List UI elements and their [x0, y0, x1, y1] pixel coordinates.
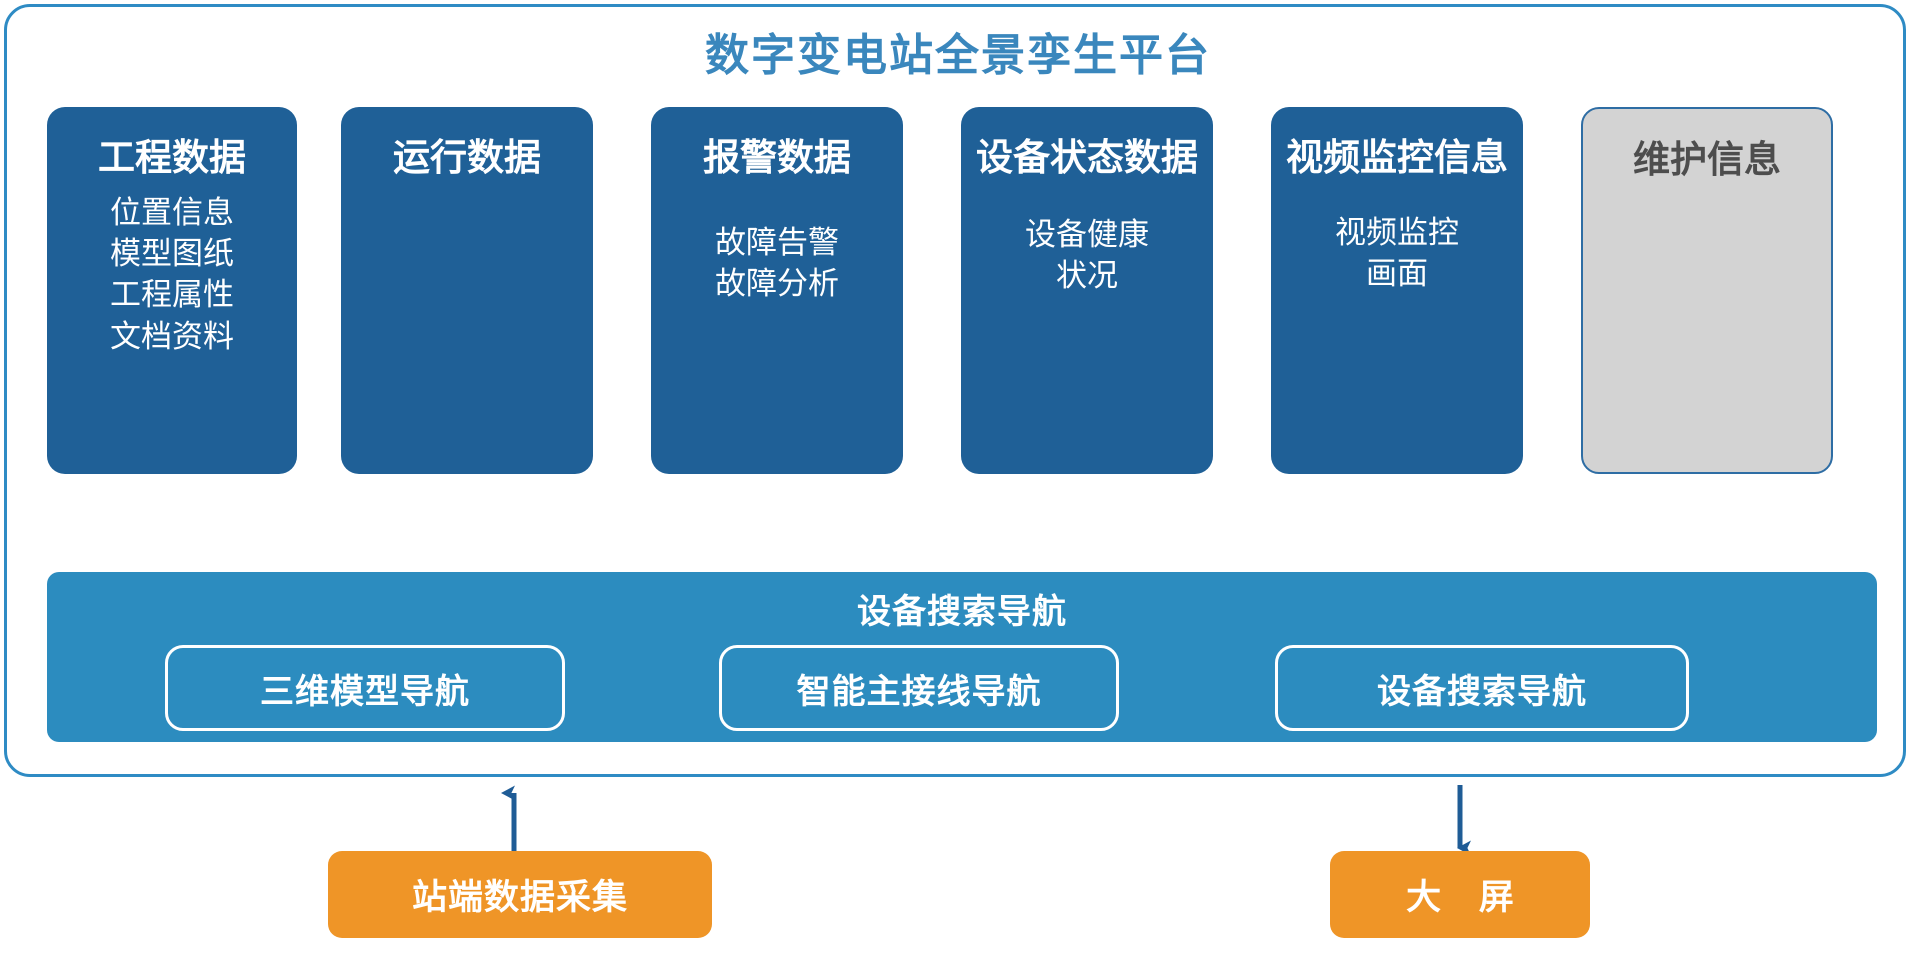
device-search-navigation-band: 设备搜索导航 三维模型导航 智能主接线导航 设备搜索导航 — [47, 572, 1877, 742]
card-item: 状况 — [1056, 258, 1118, 294]
platform-frame: 数字变电站全景孪生平台 工程数据 位置信息 模型图纸 工程属性 文档资料 运行数… — [4, 4, 1906, 777]
card-item: 工程属性 — [110, 277, 234, 313]
card-item: 画面 — [1366, 256, 1428, 292]
card-item: 故障分析 — [715, 266, 839, 302]
card-title: 视频监控信息 — [1286, 137, 1508, 178]
data-card-engineering[interactable]: 工程数据 位置信息 模型图纸 工程属性 文档资料 — [47, 107, 297, 474]
card-item: 模型图纸 — [110, 236, 234, 272]
card-title: 工程数据 — [98, 137, 246, 178]
card-item: 设备健康 — [1025, 216, 1149, 252]
nav-button-smart-single-line[interactable]: 智能主接线导航 — [719, 645, 1119, 731]
data-card-maintenance[interactable]: 维护信息 — [1581, 107, 1833, 474]
card-item: 位置信息 — [110, 194, 234, 230]
card-title: 维护信息 — [1633, 139, 1781, 180]
card-item-list: 故障告警 故障分析 — [715, 222, 839, 304]
card-item-list: 位置信息 模型图纸 工程属性 文档资料 — [110, 192, 234, 357]
data-card-alarm[interactable]: 报警数据 故障告警 故障分析 — [651, 107, 903, 474]
card-item: 文档资料 — [110, 318, 234, 354]
nav-button-device-search[interactable]: 设备搜索导航 — [1275, 645, 1689, 731]
data-card-video-monitoring[interactable]: 视频监控信息 视频监控 画面 — [1271, 107, 1523, 474]
large-screen-box[interactable]: 大 屏 — [1330, 851, 1590, 938]
data-card-operation[interactable]: 运行数据 — [341, 107, 593, 474]
card-item-list: 视频监控 画面 — [1335, 212, 1459, 294]
nav-band-title: 设备搜索导航 — [857, 593, 1067, 631]
nav-button-3d-model[interactable]: 三维模型导航 — [165, 645, 565, 731]
card-item: 视频监控 — [1335, 214, 1459, 250]
data-card-row: 工程数据 位置信息 模型图纸 工程属性 文档资料 运行数据 报警数据 故障告警 … — [47, 107, 1873, 477]
card-item: 故障告警 — [715, 224, 839, 260]
card-title: 运行数据 — [393, 137, 541, 178]
card-item-list: 设备健康 状况 — [1025, 214, 1149, 296]
station-data-acquisition-box[interactable]: 站端数据采集 — [328, 851, 712, 938]
page-title: 数字变电站全景孪生平台 — [705, 31, 1211, 80]
nav-button-group: 三维模型导航 智能主接线导航 设备搜索导航 — [47, 645, 1877, 731]
card-title: 设备状态数据 — [976, 137, 1198, 178]
data-card-device-status[interactable]: 设备状态数据 设备健康 状况 — [961, 107, 1213, 474]
card-title: 报警数据 — [703, 137, 851, 178]
